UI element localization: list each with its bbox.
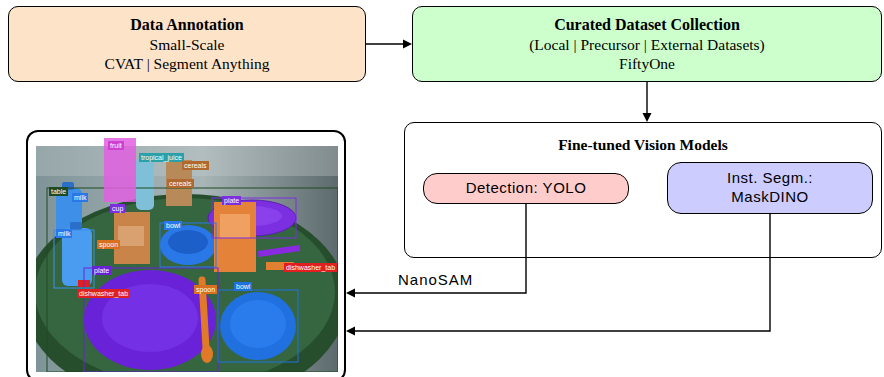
detection-tag: dishwasher_tab <box>77 289 130 298</box>
connector-line <box>352 214 770 331</box>
detection-tag: plate <box>222 196 241 205</box>
model-box: Inst. Segm.: MaskDINO <box>667 162 873 214</box>
group-box: Fine-tuned Vision ModelsDetection: YOLO I… <box>404 122 882 258</box>
box-body: Small-Scale <box>150 35 225 54</box>
group-heading: Fine-tuned Vision Models <box>558 135 728 154</box>
detection-tag: dishwasher_tab <box>284 263 337 272</box>
arrowhead <box>403 40 412 49</box>
model-label: Detection: YOLO <box>466 179 587 198</box>
detection-tag: cup <box>110 204 125 213</box>
model-box: Detection: YOLO <box>423 173 629 204</box>
edge-label: NanoSAM <box>396 271 475 288</box>
detection-tag: cereals <box>182 161 209 170</box>
box-body: CVAT | Segment Anything <box>105 54 270 73</box>
connector <box>643 82 652 122</box>
connector <box>346 214 770 336</box>
detection-tag: fruit <box>108 141 124 150</box>
arrowhead <box>643 113 652 122</box>
connector <box>366 40 412 49</box>
box-heading: Data Annotation <box>130 15 243 35</box>
image-panel: fruittropical_juicecerealscerealstablemi… <box>26 130 346 377</box>
arrowhead <box>346 327 355 336</box>
detection-tag: tropical_juice <box>139 153 184 162</box>
box-body: (Local | Precursor | External Datasets) <box>529 35 765 54</box>
detection-tag: milk <box>56 229 72 238</box>
detection-tag: plate <box>92 266 111 275</box>
connector-line <box>366 43 406 44</box>
detection-tag: bowl <box>234 282 252 291</box>
detection-tag: bowl <box>164 221 182 230</box>
process-box: Curated Dataset Collection(Local | Precu… <box>412 6 882 82</box>
detection-tag: spoon <box>97 240 120 249</box>
arrowhead <box>346 289 355 298</box>
process-box: Data AnnotationSmall-ScaleCVAT | Segment… <box>8 6 366 82</box>
model-label: Inst. Segm.: MaskDINO <box>705 169 835 207</box>
box-body: FiftyOne <box>619 54 675 73</box>
connector-line <box>646 82 647 116</box>
box-heading: Curated Dataset Collection <box>554 15 740 35</box>
detection-tag: milk <box>72 193 88 202</box>
detection-tag: cereals <box>167 179 194 188</box>
detection-tag: spoon <box>194 285 217 294</box>
connector <box>346 204 526 298</box>
connector-line <box>352 204 526 293</box>
detection-tag: table <box>49 187 68 196</box>
